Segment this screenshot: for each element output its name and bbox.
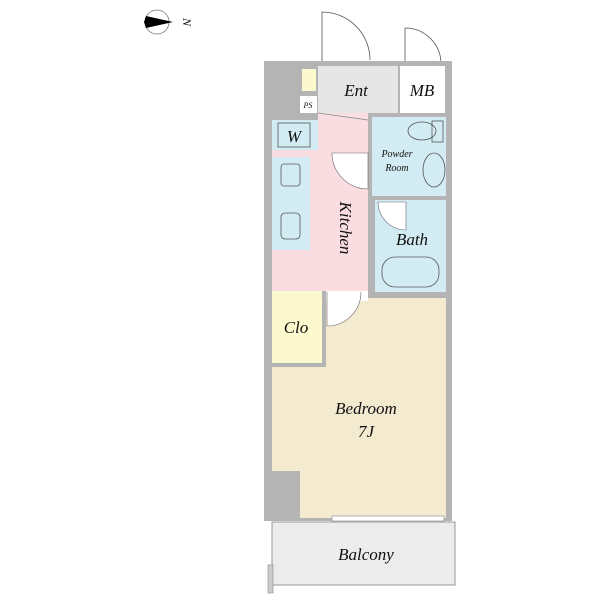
washer-pan (277, 122, 311, 148)
room-bedroom (326, 298, 446, 518)
room-kitchen (318, 113, 368, 291)
toilet-tank (431, 120, 444, 143)
entry-step (317, 112, 369, 121)
closet-label: Clo (284, 318, 309, 337)
sink-icon (280, 212, 301, 240)
room-pipe-space (300, 96, 317, 113)
washer-label: W (287, 127, 303, 146)
kitchen-label: Kitchen (336, 201, 355, 255)
bathtub-icon (381, 256, 440, 288)
bath-label: Bath (396, 230, 428, 249)
shoe-cabinet (302, 69, 316, 91)
entrance-door (321, 11, 371, 62)
room-bedroom-lower (300, 471, 330, 518)
powder-room-label-2: Room (384, 163, 408, 174)
compass: N (144, 9, 194, 35)
north-arrow-icon (144, 16, 173, 22)
kitchen-counter (272, 157, 310, 250)
entrance-label: Ent (343, 81, 369, 100)
room-meter-box (400, 66, 445, 113)
room-bedroom-left (272, 367, 332, 471)
powder-room-label-1: Powder (380, 149, 412, 160)
toilet-icon (407, 121, 437, 141)
balcony-label: Balcony (338, 545, 394, 564)
bath-door (377, 201, 407, 231)
balcony-ladder (267, 564, 274, 594)
meter-box-label: MB (409, 81, 435, 100)
pipe-space-label: PS (303, 101, 313, 110)
balcony-window (331, 515, 445, 522)
balcony (271, 521, 456, 586)
bedroom-door (326, 291, 362, 327)
powder-room-door (331, 152, 369, 190)
bedroom-label: Bedroom (335, 399, 397, 418)
wash-basin-icon (422, 152, 446, 188)
room-entrance (318, 66, 398, 113)
room-closet (272, 291, 322, 363)
mb-door (404, 27, 442, 63)
bedroom-size: 7J (358, 422, 376, 441)
north-arrow-icon-lower (144, 22, 173, 28)
entrance-doors (321, 11, 442, 63)
room-powder-room (372, 117, 446, 196)
compass-label: N (180, 17, 194, 27)
stove-icon (280, 163, 301, 187)
